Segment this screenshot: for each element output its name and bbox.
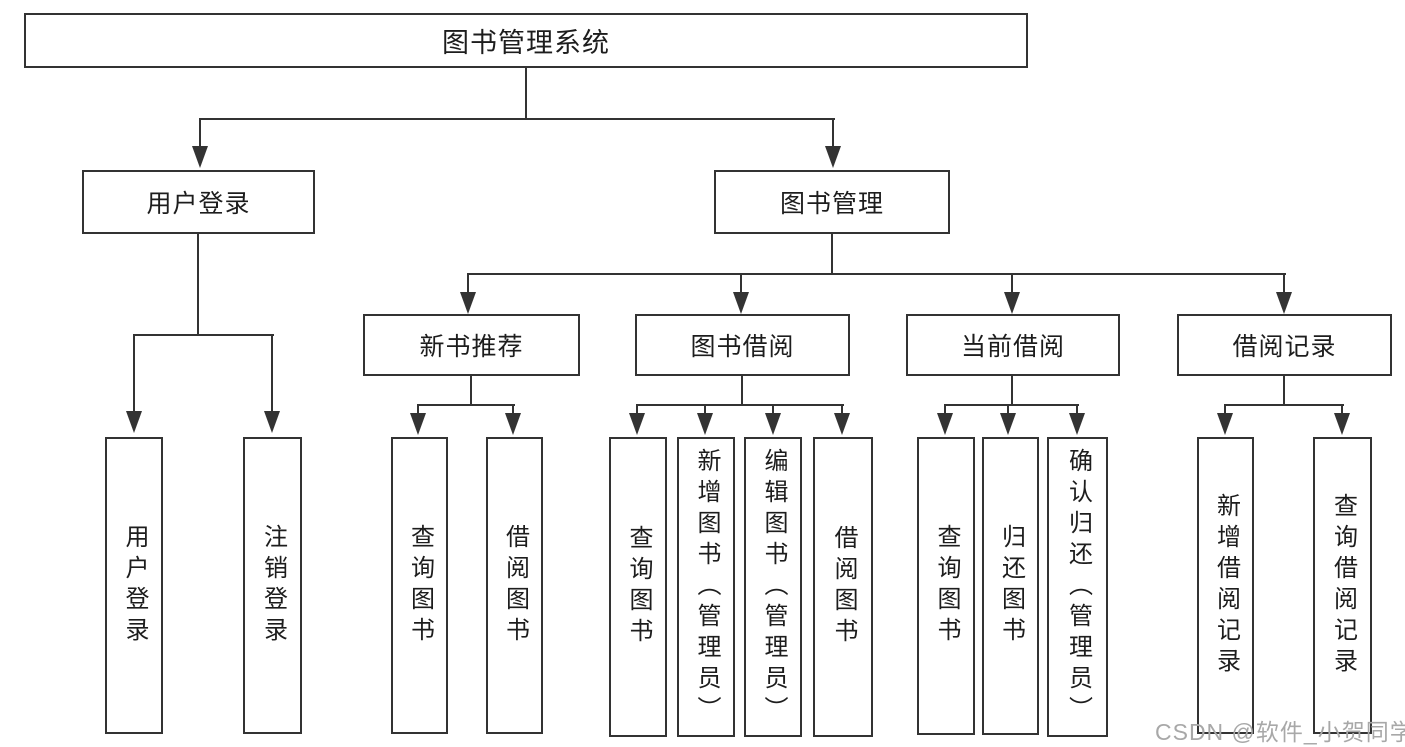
connector-borrowrecords-stem [1283, 375, 1285, 406]
leaf-edit-book-admin: 编辑图书（管理员） [744, 437, 802, 737]
leaf-return-books-label: 归还图书 [997, 524, 1025, 648]
connector-bookmgmt-stem2 [740, 273, 742, 294]
leaf-add-book-admin: 新增图书（管理员） [677, 437, 735, 737]
leaf-confirm-return-admin-label: 确认归还（管理员） [1064, 447, 1092, 727]
connector-currentborrow-stem [1011, 375, 1013, 406]
connector-borrowrecords-stem2 [1341, 404, 1343, 415]
arrow-down-icon [1217, 413, 1233, 435]
connector-bookborrow-hline [636, 404, 844, 406]
connector-newbooks-stem1 [417, 404, 419, 415]
arrow-down-icon [1334, 413, 1350, 435]
leaf-confirm-return-admin: 确认归还（管理员） [1047, 437, 1108, 737]
connector-borrowrecords-stem1 [1224, 404, 1226, 415]
leaf-user-login: 用户登录 [105, 437, 163, 734]
connector-newbooks-hline [417, 404, 515, 406]
leaf-newbooks-borrow-books: 借阅图书 [486, 437, 543, 734]
connector-bookborrow-stem1 [636, 404, 638, 415]
connector-root-left-stem [199, 118, 201, 148]
leaf-newbooks-query-books: 查询图书 [391, 437, 448, 734]
arrow-down-icon [264, 411, 280, 433]
node-borrow-records: 借阅记录 [1177, 314, 1392, 376]
leaf-current-query-books: 查询图书 [917, 437, 975, 735]
leaf-query-borrow-record-label: 查询借阅记录 [1329, 492, 1357, 679]
leaf-borrow-query-books-label: 查询图书 [625, 525, 652, 649]
leaf-newbooks-borrow-books-label: 借阅图书 [501, 523, 529, 648]
arrow-down-icon [192, 146, 208, 168]
arrow-down-icon [1069, 413, 1085, 435]
connector-bookmgmt-stem3 [1011, 273, 1013, 294]
leaf-add-borrow-record: 新增借阅记录 [1197, 437, 1254, 734]
csdn-watermark: CSDN @软件_小贺同学 [1155, 719, 1405, 745]
leaf-newbooks-query-books-label: 查询图书 [406, 523, 434, 648]
connector-borrowrecords-hline [1224, 404, 1344, 406]
arrow-down-icon [460, 292, 476, 314]
connector-currentborrow-hline [944, 404, 1079, 406]
arrow-down-icon [1000, 413, 1016, 435]
connector-newbooks-stem [470, 375, 472, 406]
connector-currentborrow-stem1 [944, 404, 946, 415]
connector-bookmgmt-stem1 [467, 273, 469, 294]
connector-bookmgmt-stem [831, 233, 833, 275]
arrow-down-icon [126, 411, 142, 433]
leaf-query-borrow-record: 查询借阅记录 [1313, 437, 1372, 734]
leaf-current-query-books-label: 查询图书 [933, 524, 960, 648]
connector-userlogin-stem [197, 233, 199, 336]
node-book-borrow: 图书借阅 [635, 314, 850, 376]
arrow-down-icon [825, 146, 841, 168]
leaf-edit-book-admin-label: 编辑图书（管理员） [760, 447, 787, 727]
connector-userlogin-hline [133, 334, 274, 336]
connector-bookborrow-stem4 [841, 404, 843, 415]
connector-currentborrow-stem3 [1076, 404, 1078, 415]
connector-root-stem [525, 67, 527, 120]
arrow-down-icon [1276, 292, 1292, 314]
node-root-library-system: 图书管理系统 [24, 13, 1028, 68]
arrow-down-icon [765, 413, 781, 435]
connector-bookborrow-stem2 [704, 404, 706, 415]
connector-root-hline [199, 118, 835, 120]
node-book-management: 图书管理 [714, 170, 950, 234]
connector-root-right-stem [832, 118, 834, 148]
arrow-down-icon [505, 413, 521, 435]
leaf-add-book-admin-label: 新增图书（管理员） [693, 447, 720, 727]
arrow-down-icon [937, 413, 953, 435]
connector-userlogin-stem1 [133, 334, 135, 413]
node-user-login: 用户登录 [82, 170, 315, 234]
arrow-down-icon [834, 413, 850, 435]
connector-newbooks-stem2 [512, 404, 514, 415]
connector-bookborrow-stem [741, 375, 743, 406]
leaf-borrow-borrow-books: 借阅图书 [813, 437, 873, 737]
leaf-add-borrow-record-label: 新增借阅记录 [1212, 492, 1240, 679]
arrow-down-icon [629, 413, 645, 435]
connector-bookmgmt-stem4 [1283, 273, 1285, 294]
node-new-book-recommend: 新书推荐 [363, 314, 580, 376]
leaf-user-login-label: 用户登录 [121, 523, 148, 648]
arrow-down-icon [697, 413, 713, 435]
connector-userlogin-stem2 [271, 334, 273, 413]
connector-currentborrow-stem2 [1007, 404, 1009, 415]
leaf-return-books: 归还图书 [982, 437, 1039, 735]
connector-bookmgmt-hline [467, 273, 1286, 275]
node-current-borrow: 当前借阅 [906, 314, 1120, 376]
arrow-down-icon [410, 413, 426, 435]
arrow-down-icon [733, 292, 749, 314]
arrow-down-icon [1004, 292, 1020, 314]
leaf-borrow-borrow-books-label: 借阅图书 [830, 525, 857, 649]
connector-bookborrow-stem3 [772, 404, 774, 415]
leaf-borrow-query-books: 查询图书 [609, 437, 667, 737]
leaf-logout-label: 注销登录 [259, 523, 287, 648]
leaf-logout: 注销登录 [243, 437, 302, 734]
